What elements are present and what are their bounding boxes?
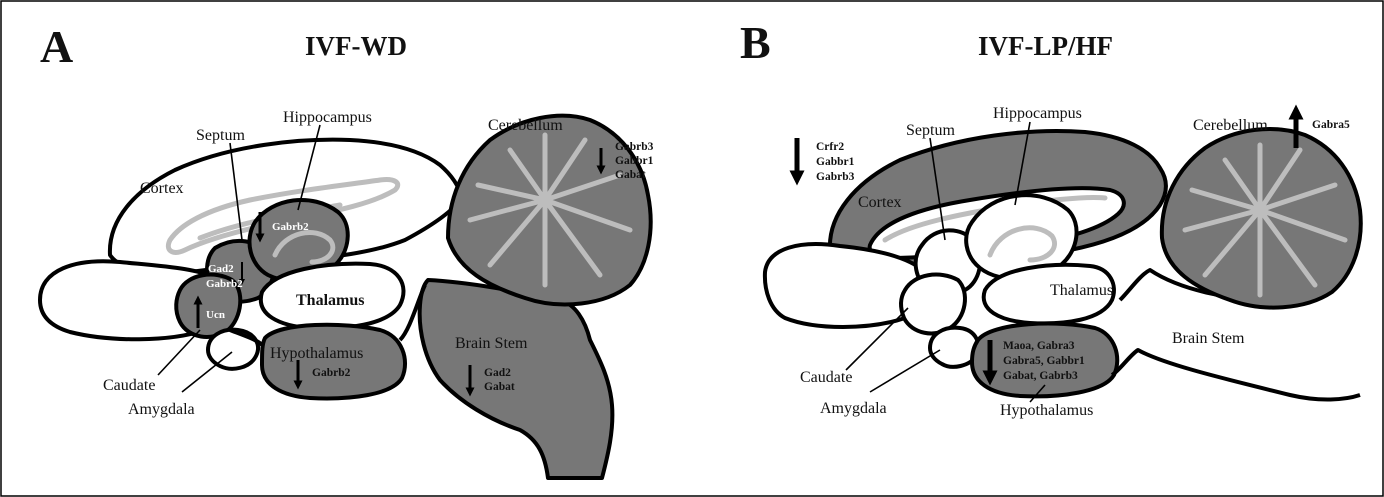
panel-a-letter: A: [40, 21, 73, 72]
a-label-cortex: Cortex: [140, 180, 184, 197]
b-hypothalamus-gene-3: Gabat, Gabrb3: [1003, 370, 1078, 382]
panel-b-letter: B: [740, 17, 771, 68]
a-label-thalamus: Thalamus: [296, 292, 364, 309]
a-hippocampus-gene: Gabrb2: [272, 221, 309, 233]
a-caudate-gene: Ucn: [206, 309, 225, 321]
a-amygdala-shape: [208, 330, 258, 369]
a-brainstem-gene-1: Gad2: [484, 367, 511, 379]
b-cortex-gene-2: Gabbr1: [816, 156, 855, 168]
b-label-brain-stem: Brain Stem: [1172, 330, 1245, 347]
a-label-cerebellum: Cerebellum: [488, 117, 563, 134]
a-cerebellum-gene-1: Gabrb3: [615, 141, 654, 153]
a-label-septum: Septum: [196, 127, 245, 144]
a-label-caudate: Caudate: [103, 377, 155, 394]
a-cerebellum-gene-3: Gabat: [615, 169, 646, 181]
b-label-amygdala: Amygdala: [820, 400, 887, 417]
b-cortex-gene-1: Crfr2: [816, 141, 844, 153]
a-label-amygdala: Amygdala: [128, 401, 195, 418]
b-label-hippocampus: Hippocampus: [993, 105, 1082, 122]
a-hypothalamus-gene: Gabrb2: [312, 367, 351, 379]
a-septum-gene-gabrb2: Gabrb2: [206, 278, 243, 290]
panel-a-title: IVF-WD: [305, 31, 407, 61]
a-septum-gene-gad2: Gad2: [208, 263, 234, 275]
a-brainstem-gene-2: Gabat: [484, 381, 515, 393]
a-label-hypothalamus: Hypothalamus: [270, 345, 363, 362]
a-label-brain-stem: Brain Stem: [455, 335, 528, 352]
b-label-thalamus: Thalamus: [1050, 282, 1113, 299]
b-label-cerebellum: Cerebellum: [1193, 117, 1268, 134]
b-hypothalamus-gene-1: Maoa, Gabra3: [1003, 340, 1075, 352]
a-label-hippocampus: Hippocampus: [283, 109, 372, 126]
b-caudate-shape: [901, 275, 965, 334]
b-label-hypothalamus: Hypothalamus: [1000, 402, 1093, 419]
b-label-septum: Septum: [906, 122, 955, 139]
panel-b-title: IVF-LP/HF: [978, 31, 1113, 61]
b-label-caudate: Caudate: [800, 369, 852, 386]
b-cerebellum-gene: Gabra5: [1312, 119, 1350, 131]
b-cortex-gene-3: Gabrb3: [816, 171, 855, 183]
b-label-cortex: Cortex: [858, 194, 902, 211]
a-cerebellum-gene-2: Gabbr1: [615, 155, 654, 167]
b-hypothalamus-gene-2: Gabra5, Gabbr1: [1003, 355, 1085, 367]
